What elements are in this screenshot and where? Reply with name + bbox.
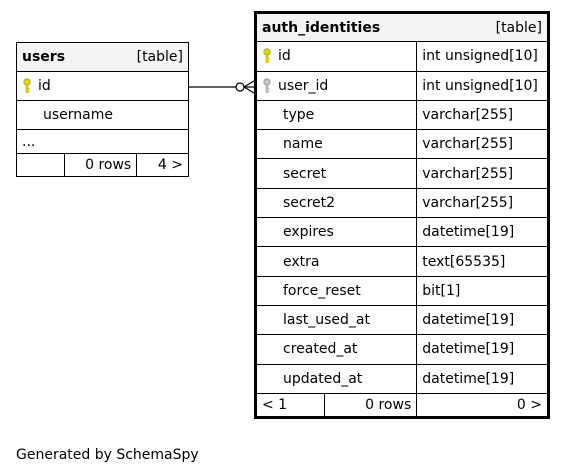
auth-column-name: name [283,136,323,153]
auth-row-extra[interactable]: extra text[65535] [254,246,549,277]
auth-column-type: varchar[255] [422,194,514,211]
auth-row-secret2[interactable]: secret2 varchar[255] [254,187,549,219]
auth-column-name: user_id [278,77,329,94]
auth-row-last-used-at[interactable]: last_used_at datetime[19] [254,304,549,336]
users-table[interactable]: users [table] id username ... 0 rows 4 > [15,42,189,177]
auth-column-name: updated_at [283,370,363,387]
auth-column-name: expires [283,224,334,241]
users-header[interactable]: users [table] [16,42,189,72]
auth-column-name: extra [283,253,320,270]
users-footer: 0 rows 4 > [15,153,189,177]
auth-column-type: varchar[255] [422,136,514,153]
auth-column-name: last_used_at [283,312,370,329]
auth-row-name[interactable]: name varchar[255] [254,129,549,160]
auth-column-type: bit[1] [422,282,461,299]
auth-column-type: datetime[19] [422,370,515,387]
auth-column-type: datetime[19] [422,341,515,358]
auth-row-secret[interactable]: secret varchar[255] [254,158,549,189]
auth-header[interactable]: auth_identities [table] [255,11,549,43]
auth-row-user-id[interactable]: user_id int unsigned[10] [254,70,549,101]
users-row-count: 0 rows [85,157,132,173]
auth-column-type: int unsigned[10] [422,48,538,65]
users-table-name[interactable]: users [22,49,66,65]
auth-column-name: force_reset [283,282,361,299]
auth-column-name: created_at [283,341,358,358]
auth-row-type[interactable]: type varchar[255] [254,99,549,131]
auth-column-type: datetime[19] [422,224,515,241]
users-ellipsis-row: ... [16,129,189,154]
auth-column-name: secret [283,165,327,182]
auth-row-count: 0 rows [365,396,412,413]
users-row-username[interactable]: username [16,100,189,130]
auth-column-name: type [283,107,315,124]
auth-row-updated-at[interactable]: updated_at datetime[19] [254,363,549,394]
auth-parents-link[interactable]: < 1 [262,396,288,413]
users-ellipsis: ... [22,133,36,150]
users-footer-parents [15,153,66,177]
generated-by-note: Generated by SchemaSpy [16,447,199,463]
users-row-id[interactable]: id [16,71,189,101]
auth-table-kind: [table] [495,19,542,36]
users-table-kind: [table] [136,49,183,65]
auth-column-type: varchar[255] [422,107,514,124]
users-column-name: id [38,78,51,94]
auth-identities-table[interactable]: auth_identities [table] id int unsigned[… [254,11,550,419]
auth-children-link[interactable]: 0 > [516,396,542,413]
users-column-name: username [43,107,113,123]
auth-column-name: secret2 [283,194,336,211]
auth-column-type: int unsigned[10] [422,77,538,94]
auth-footer: < 1 0 rows 0 > [255,392,549,418]
auth-row-force-reset[interactable]: force_reset bit[1] [254,275,549,306]
auth-table-name[interactable]: auth_identities [262,19,381,36]
users-children-link[interactable]: 4 > [157,157,183,173]
auth-row-expires[interactable]: expires datetime[19] [254,217,549,248]
auth-row-created-at[interactable]: created_at datetime[19] [254,334,549,365]
auth-column-type: datetime[19] [422,312,515,329]
foreign-key-icon [263,78,271,93]
auth-column-type: varchar[255] [422,165,514,182]
primary-key-icon [23,78,31,93]
auth-row-id[interactable]: id int unsigned[10] [254,41,549,72]
auth-column-type: text[65535] [422,253,506,270]
primary-key-icon [263,48,271,64]
auth-column-name: id [278,48,291,65]
